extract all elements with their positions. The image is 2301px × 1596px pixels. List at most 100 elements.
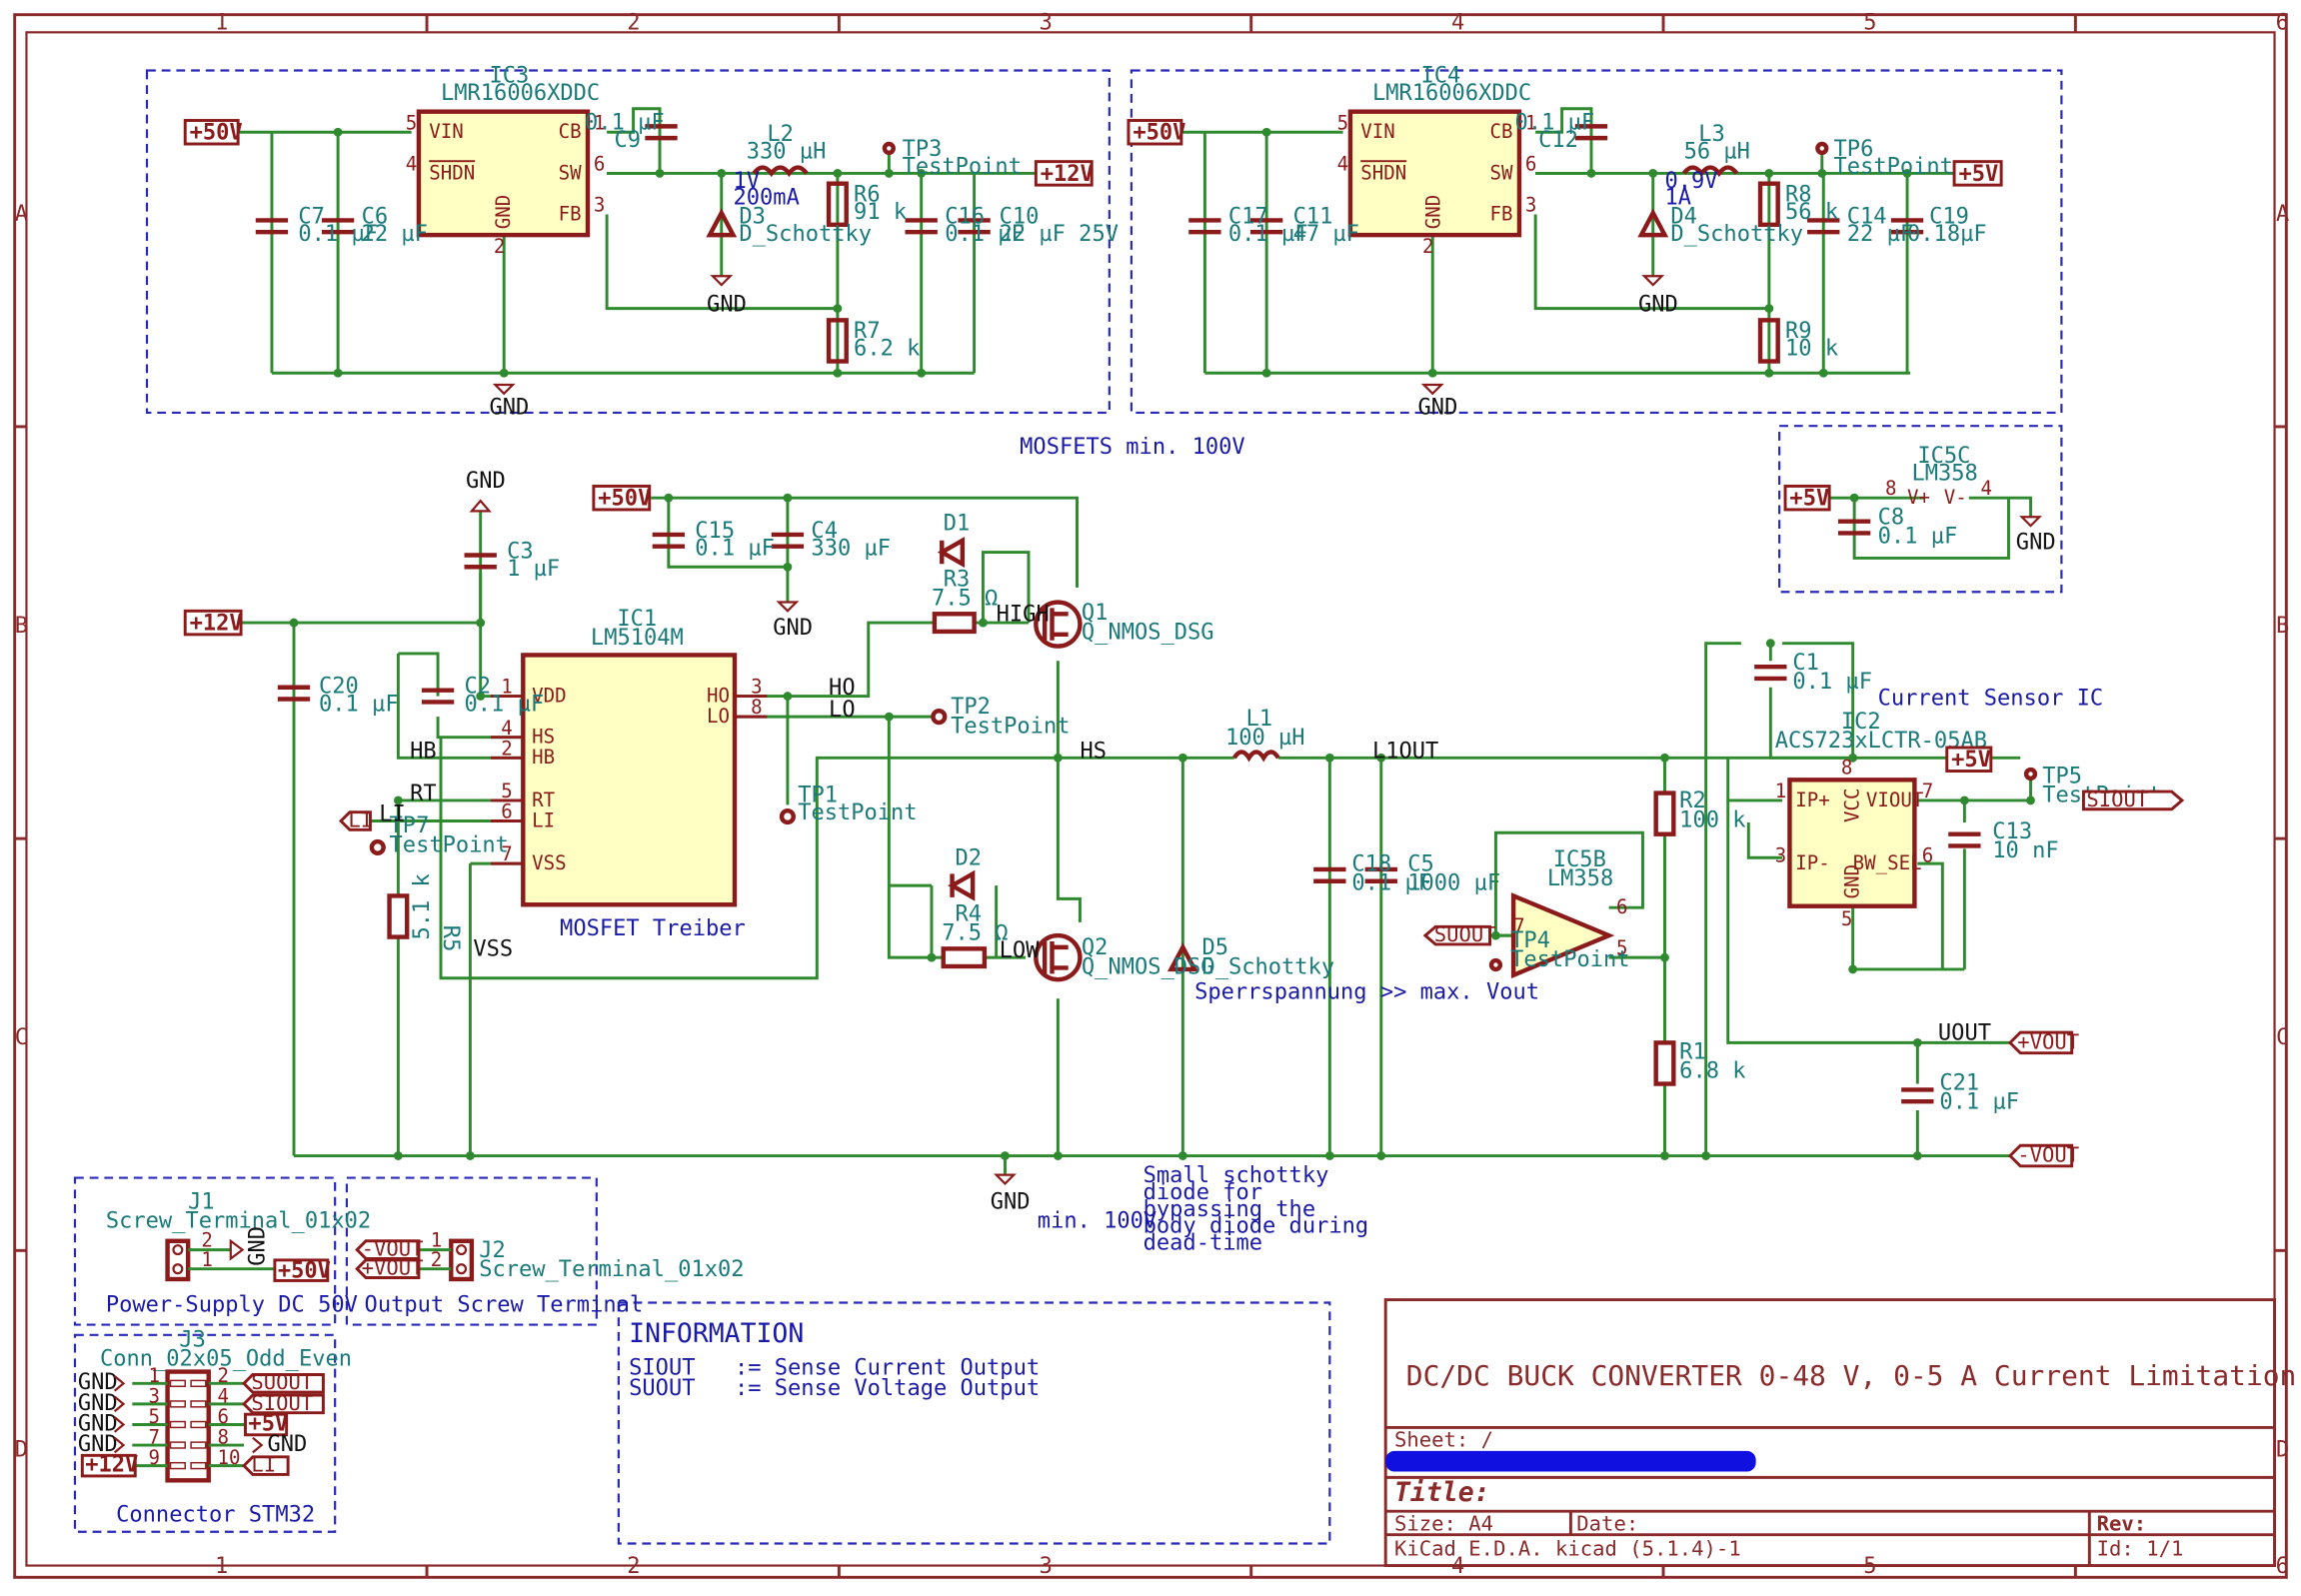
reg5-pin-cb: CB (1490, 120, 1513, 143)
reg5-pinnum-sw: 6 (1525, 152, 1537, 175)
bridge-q1-ref: Q1 (1082, 601, 1109, 626)
bridge-r3-val: 7.5 Ω (932, 586, 998, 611)
j3-label-left: GND (78, 1432, 118, 1457)
driver-pin-name-li: LI (532, 808, 555, 831)
reg12-tp-val: TestPoint (903, 154, 1022, 179)
bridge-c5-ref: C5 (1407, 851, 1434, 876)
driver-c3-ref: C3 (507, 539, 534, 564)
j3-label-box (241, 1455, 290, 1476)
j3-pin-left (169, 1441, 186, 1449)
j2-label1: -VOUT (362, 1236, 424, 1260)
opamp-supply-wires (1829, 496, 2032, 560)
reg12-pin-sw: SW (559, 161, 582, 184)
frame-col-bottom-6: 6 (2276, 1554, 2289, 1579)
reg12-cout1-ref: C16 (945, 204, 985, 229)
info-line1-key: SIOUT (629, 1356, 695, 1381)
driver-pin-num-li: 6 (501, 800, 513, 823)
j3-pin-num: 10 (218, 1446, 241, 1469)
bridge-c18-val: 0.1 µF (1351, 871, 1431, 896)
bridge-50v-text: +50V (598, 487, 651, 512)
driver-tp2-val: TestPoint (951, 714, 1070, 739)
reg5-rbot-val: 10 k (1785, 337, 1838, 362)
reg5-wires (1182, 107, 1955, 375)
opamp-b-pin5: 5 (1616, 936, 1628, 959)
li-global-text: LI (348, 807, 373, 831)
title-block (1383, 1298, 2277, 1568)
reg5-pin-gnd: GND (1422, 195, 1445, 229)
reg12-d-note1: 1V (734, 169, 761, 194)
bridge-d2-ref: D2 (955, 846, 982, 871)
driver-pin-num-rt: 5 (501, 780, 513, 802)
reg12-block-border (145, 69, 1111, 415)
title-id: Id: 1/1 (2097, 1536, 2184, 1560)
reg12-gnd2-label: GND (707, 293, 747, 318)
bridge-r4-ref: R4 (955, 901, 982, 926)
redacted-author (1385, 1450, 1756, 1472)
frame-row-left-C: C (15, 1025, 28, 1050)
reg12-rtop-val: 91 k (854, 200, 907, 225)
net-hb: HB (410, 739, 437, 764)
sense-tp4-val: TestPoint (1510, 947, 1629, 972)
j2-val: Screw_Terminal_01x02 (479, 1257, 744, 1282)
reg5-pinnum-gnd: 2 (1422, 235, 1434, 258)
j3-pin-num: 5 (148, 1405, 160, 1428)
current-sensor-title: Current Sensor IC (1878, 686, 2104, 711)
j3-pin-right (190, 1379, 207, 1387)
vout-minus-text: -VOUT (2017, 1142, 2079, 1166)
sense-r1-val: 6.8 k (1679, 1059, 1745, 1084)
j3-pin-num: 3 (148, 1384, 160, 1407)
j3-gnd-arrow (252, 1436, 264, 1454)
bridge-mosfet-min: min. 100V (1038, 1209, 1156, 1234)
j3-ref: J3 (179, 1328, 206, 1353)
j3-pin-num: 8 (218, 1426, 230, 1449)
bridge-d1-ref: D1 (944, 512, 971, 537)
reg5-c17-val: 0.1 µF (1228, 222, 1308, 247)
ic2-pin-ipm: IP- (1795, 851, 1830, 874)
reg12-cout2-val: 22 µF 25V (1000, 222, 1119, 247)
reg5-pinnum-shdn: 4 (1337, 152, 1349, 175)
reg12-pinnum-fb: 3 (594, 194, 606, 217)
bridge-r3-ref: R3 (944, 567, 971, 592)
driver-c20-ref: C20 (319, 675, 359, 700)
opamp-b-pin6: 6 (1616, 895, 1628, 918)
reg5-l-val: 56 µH (1684, 140, 1750, 165)
frame-col-top-1: 1 (215, 10, 228, 35)
driver-pin-num-vdd: 1 (501, 676, 513, 699)
j3-label-left: +12V (85, 1452, 138, 1477)
driver-c3-val: 1 µF (507, 557, 560, 582)
reg5-ic-value: LMR16006XDDC (1372, 81, 1531, 106)
j2-label2: +VOUT (362, 1256, 424, 1280)
sense-c13-ref: C13 (1992, 819, 2032, 844)
reg12-parts (255, 124, 991, 364)
driver-tp2-ref: TP2 (951, 695, 991, 720)
info-line1-val: := Sense Current Output (735, 1356, 1040, 1381)
reg5-pin-shdn: SHDN (1360, 161, 1406, 184)
net-lo: LO (829, 698, 856, 723)
sense-c21-ref: C21 (1939, 1070, 1979, 1095)
reg12-wires (239, 107, 1037, 375)
reg12-gnd-label: GND (490, 395, 530, 420)
j3-pin-num: 4 (218, 1384, 230, 1407)
opamp-supply-vplus: V+ (1907, 486, 1930, 509)
j2-ref: J2 (479, 1238, 506, 1263)
reg5-gnd2-label: GND (1638, 293, 1678, 318)
j2-caption: Output Screw Terminal (365, 1292, 644, 1317)
reg12-ic-value: LMR16006XDDC (441, 81, 600, 106)
j1-symbol (165, 1238, 330, 1282)
reg5-c17-ref: C17 (1228, 204, 1268, 229)
mosfet-note: MOSFETS min. 100V (1020, 435, 1245, 460)
ic2-num-ipm: 3 (1775, 844, 1787, 867)
siout-label-text: SIOUT (2086, 788, 2148, 811)
j3-gnd-arrow (113, 1395, 126, 1413)
j3-pin-right (190, 1461, 207, 1470)
info-title: INFORMATION (629, 1318, 804, 1349)
info-line2-key: SUOUT (629, 1376, 695, 1401)
reg12-pinnum-vin: 5 (406, 111, 418, 134)
ic2-pin-bwsel: BW_SEL (1853, 851, 1922, 874)
reg5-gnd-symbols (1420, 275, 1665, 396)
j1-num2: 2 (201, 1229, 213, 1252)
net-uout: UOUT (1938, 1020, 1991, 1045)
